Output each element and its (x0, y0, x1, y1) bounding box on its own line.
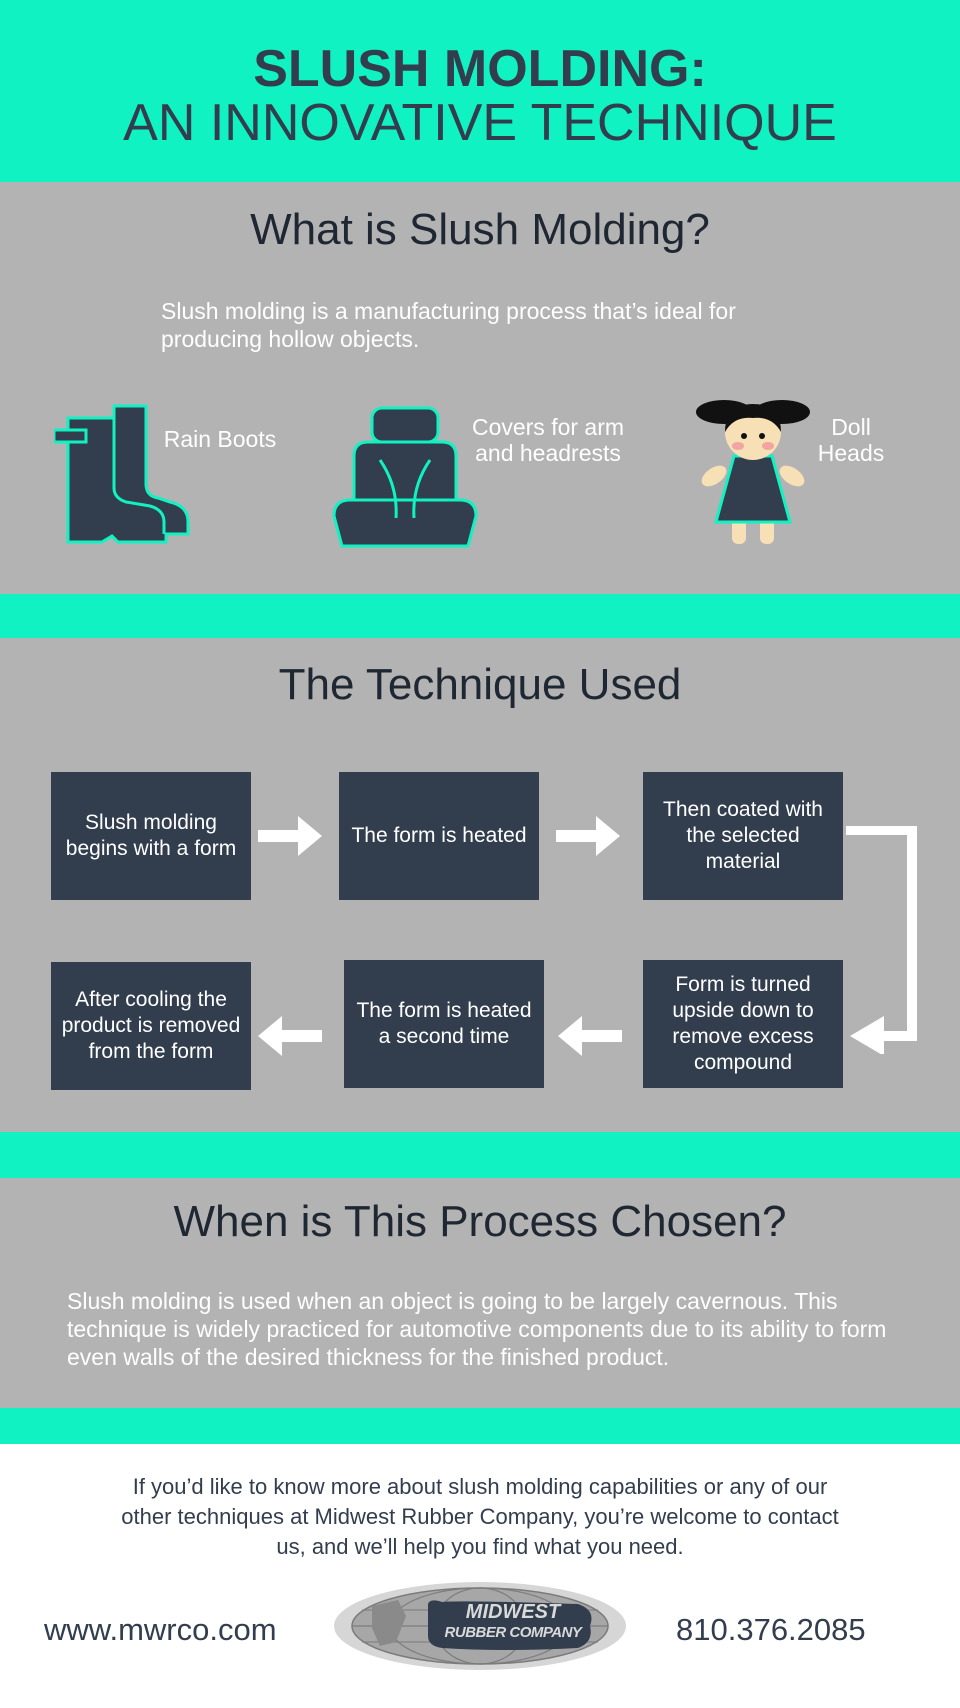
title-line-2: AN INNOVATIVE TECHNIQUE (123, 94, 837, 152)
website-link[interactable]: www.mwrco.com (44, 1612, 277, 1647)
divider-band-1 (0, 594, 960, 638)
arrow-left-icon (258, 1016, 322, 1056)
arrow-right-icon (556, 816, 620, 856)
step-4: Form is turned upside down to remove exc… (643, 960, 843, 1088)
footer-text: If you’d like to know more about slush m… (121, 1474, 839, 1559)
what-heading: What is Slush Molding? (250, 205, 710, 254)
car-seat-icon (332, 406, 478, 548)
title-line-1: SLUSH MOLDING: (253, 40, 707, 98)
rain-boot-icon (54, 404, 190, 544)
arrow-down-return-icon (846, 826, 917, 1054)
step-2: The form is heated (339, 772, 539, 900)
header-band (0, 0, 960, 182)
what-description: Slush molding is a manufacturing process… (161, 298, 736, 352)
when-section (0, 1178, 960, 1408)
company-logo: MIDWEST RUBBER COMPANY (332, 1580, 628, 1672)
step-6: After cooling the product is removed fro… (51, 962, 251, 1090)
item-label-covers: Covers for arm and headrests (471, 414, 625, 466)
step-1: Slush molding begins with a form (51, 772, 251, 900)
item-label-doll-heads: Doll Heads (817, 414, 885, 466)
globe-logo-icon (334, 1582, 626, 1670)
divider-band-2 (0, 1132, 960, 1178)
logo-text-line-1: MIDWEST (465, 1601, 561, 1623)
divider-band-3 (0, 1408, 960, 1444)
arrow-right-icon (258, 816, 322, 856)
item-label-rain-boots: Rain Boots (163, 426, 277, 452)
page-title: SLUSH MOLDING: AN INNOVATIVE TECHNIQUE (0, 42, 960, 150)
doll-icon (696, 400, 810, 544)
step-5: The form is heated a second time (344, 960, 544, 1088)
technique-heading: The Technique Used (278, 660, 682, 709)
logo-text-line-2: RUBBER COMPANY (444, 1624, 582, 1641)
when-description: Slush molding is used when an object is … (67, 1288, 887, 1370)
phone-number[interactable]: 810.376.2085 (676, 1612, 866, 1647)
step-3: Then coated with the selected material (643, 772, 843, 900)
when-heading: When is This Process Chosen? (173, 1197, 787, 1246)
arrow-left-icon (558, 1016, 622, 1056)
